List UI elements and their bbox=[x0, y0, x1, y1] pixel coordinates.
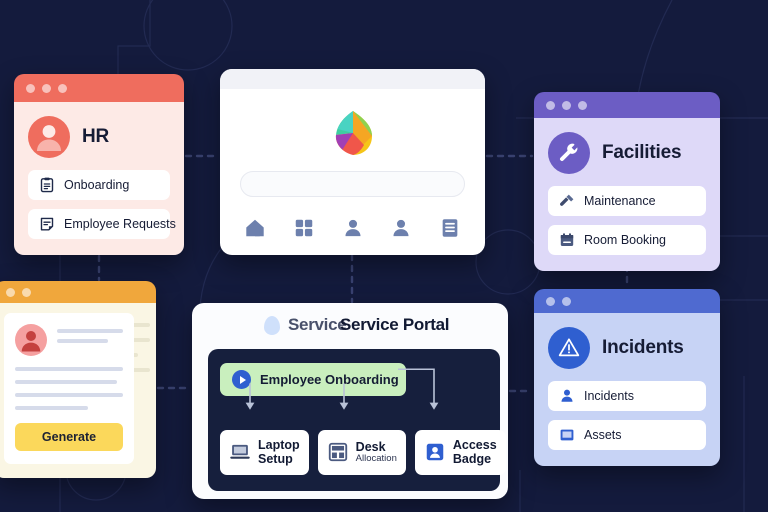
hr-item-label: Onboarding bbox=[64, 178, 130, 192]
incidents-card-body: Incidents Incidents Assets bbox=[534, 313, 720, 466]
hr-item-employee-requests[interactable]: Employee Requests bbox=[28, 209, 176, 239]
hr-card: HR Onboarding Employee Requests bbox=[14, 74, 184, 255]
workflow-children: Laptop Setup Desk Allocation bbox=[220, 430, 506, 475]
service-portal-header: Service Service Portal bbox=[192, 303, 508, 349]
calendar-icon bbox=[560, 233, 574, 246]
facilities-card-title: Facilities bbox=[602, 142, 682, 163]
center-nav-row bbox=[240, 217, 465, 239]
badge-icon bbox=[426, 444, 444, 461]
document-body-lines bbox=[15, 367, 123, 410]
form-icon bbox=[40, 217, 54, 231]
window-dot bbox=[58, 83, 67, 93]
skeleton-line bbox=[15, 393, 123, 397]
workflow-node-text: Desk Allocation bbox=[356, 440, 397, 465]
workflow-node-desk-allocation[interactable]: Desk Allocation bbox=[317, 430, 406, 475]
service-portal-title: Service Portal bbox=[340, 315, 450, 334]
incidents-window-titlebar bbox=[534, 289, 720, 313]
person-icon[interactable] bbox=[390, 217, 412, 239]
window-dot bbox=[546, 296, 555, 306]
person-icon bbox=[28, 116, 70, 158]
desk-grid-icon bbox=[328, 443, 347, 462]
center-card-body bbox=[220, 89, 485, 255]
window-dot bbox=[42, 83, 51, 93]
skeleton-line bbox=[15, 406, 89, 410]
generator-window-titlebar bbox=[0, 281, 156, 303]
colorful-leaf-logo bbox=[335, 111, 372, 155]
window-dot bbox=[22, 287, 31, 297]
play-icon bbox=[232, 370, 251, 389]
service-portal-card: Service Service Portal Employee Onboardi… bbox=[192, 303, 508, 499]
hr-item-label: Employee Requests bbox=[64, 217, 176, 231]
facilities-item-label: Room Booking bbox=[584, 233, 666, 247]
window-dot bbox=[546, 100, 555, 110]
hr-card-title: HR bbox=[82, 126, 110, 147]
workflow-node-line2: Setup bbox=[258, 452, 293, 467]
facilities-item-label: Maintenance bbox=[584, 194, 656, 208]
skeleton-line bbox=[15, 367, 123, 371]
window-dot bbox=[26, 83, 35, 93]
facilities-item-maintenance[interactable]: Maintenance bbox=[548, 186, 706, 216]
hammer-icon bbox=[560, 194, 574, 206]
incidents-item-label: Incidents bbox=[584, 389, 635, 403]
person-icon bbox=[561, 389, 573, 402]
center-portal-card bbox=[220, 69, 485, 255]
workflow-node-line2: Badge bbox=[452, 452, 492, 467]
incidents-item-incidents[interactable]: Incidents bbox=[548, 381, 706, 411]
clipboard-icon bbox=[40, 177, 54, 193]
workflow-node-laptop-setup[interactable]: Laptop Setup bbox=[220, 430, 309, 475]
window-dot bbox=[562, 296, 571, 306]
list-icon[interactable] bbox=[439, 217, 461, 239]
document-header bbox=[15, 324, 123, 356]
incidents-item-label: Assets bbox=[584, 428, 622, 442]
document-preview: Generate bbox=[4, 313, 134, 464]
hr-item-onboarding[interactable]: Onboarding bbox=[28, 170, 170, 200]
person-icon[interactable] bbox=[342, 217, 364, 239]
workflow-node-line1: Desk bbox=[355, 439, 386, 454]
workflow-root-node[interactable]: Employee Onboarding bbox=[220, 363, 406, 396]
incidents-header: Incidents bbox=[548, 327, 706, 369]
workflow-node-text: Laptop Setup bbox=[258, 438, 300, 467]
facilities-card: Facilities Maintenance Room Booking bbox=[534, 92, 720, 271]
center-window-titlebar bbox=[220, 69, 485, 89]
facilities-header: Facilities bbox=[548, 132, 706, 174]
search-input[interactable] bbox=[240, 171, 465, 197]
skeleton-line bbox=[15, 380, 117, 384]
hr-card-body: HR Onboarding Employee Requests bbox=[14, 102, 184, 255]
generator-card: Generate bbox=[0, 281, 156, 478]
facilities-item-room-booking[interactable]: Room Booking bbox=[548, 225, 706, 255]
workflow-node-line1: Laptop bbox=[258, 438, 300, 452]
hr-header: HR bbox=[28, 116, 170, 158]
window-dot bbox=[6, 287, 15, 297]
window-dot bbox=[562, 100, 571, 110]
incidents-item-assets[interactable]: Assets bbox=[548, 420, 706, 450]
service-portal-ghost-title: Service bbox=[288, 315, 347, 334]
generator-card-body: Generate bbox=[0, 303, 156, 478]
facilities-window-titlebar bbox=[534, 92, 720, 118]
incidents-card: Incidents Incidents Assets bbox=[534, 289, 720, 466]
person-icon bbox=[15, 324, 47, 356]
warning-triangle-icon bbox=[548, 327, 590, 369]
incidents-card-title: Incidents bbox=[602, 337, 684, 358]
skeleton-line bbox=[57, 329, 123, 333]
workflow-node-line1: Access bbox=[452, 438, 497, 452]
workflow-root-label: Employee Onboarding bbox=[260, 372, 399, 387]
monitor-icon bbox=[560, 429, 574, 441]
workflow-node-access-badge[interactable]: Access Badge bbox=[414, 430, 506, 475]
window-dot bbox=[578, 100, 587, 110]
grid-icon[interactable] bbox=[293, 217, 315, 239]
wrench-icon bbox=[548, 132, 590, 174]
laptop-icon bbox=[230, 445, 250, 460]
document-header-lines bbox=[57, 324, 123, 343]
workflow-node-text: Access Badge bbox=[453, 438, 497, 467]
facilities-card-body: Facilities Maintenance Room Booking bbox=[534, 118, 720, 271]
blue-blob-icon bbox=[264, 316, 280, 335]
skeleton-line bbox=[57, 339, 109, 343]
workflow-canvas: Employee Onboarding Laptop Setup bbox=[208, 349, 506, 491]
home-icon[interactable] bbox=[244, 217, 266, 239]
workflow-node-line2: Allocation bbox=[355, 453, 397, 465]
hr-window-titlebar bbox=[14, 74, 184, 102]
generate-button[interactable]: Generate bbox=[15, 423, 123, 451]
